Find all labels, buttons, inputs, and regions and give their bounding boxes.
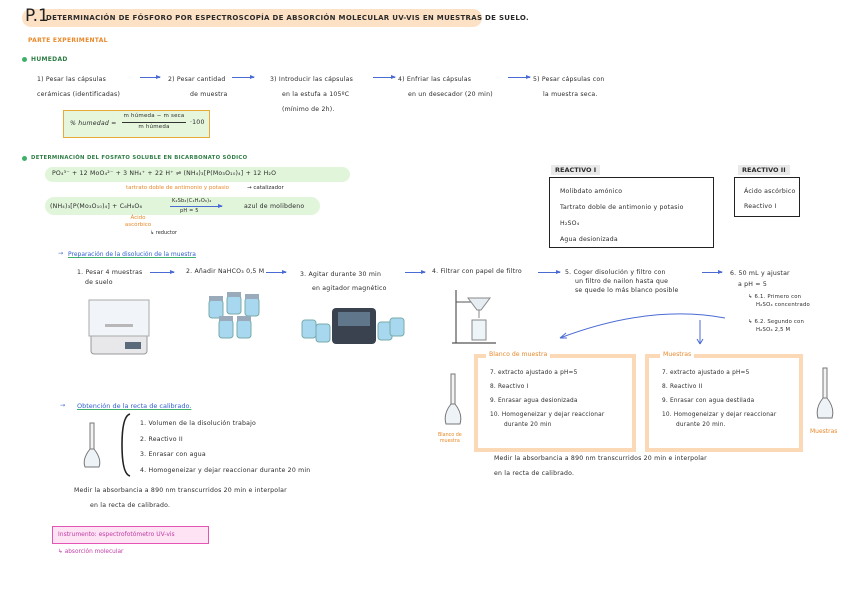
volumetric-flask-icon: [444, 373, 462, 425]
arrow-icon: [702, 270, 723, 274]
arrow-icon: [140, 75, 161, 79]
bullet-icon: [22, 57, 27, 62]
magnetic-stirrer-icon: [301, 308, 405, 344]
arrow-icon: [150, 270, 175, 274]
arrow-icon: [266, 270, 287, 274]
tartrato-note: tartrato doble de antimonio y potasio: [126, 185, 230, 191]
calibrado-medir: Medir la absorbancia a 890 nm transcurri…: [74, 487, 287, 509]
reactivo-1-box: [549, 177, 714, 248]
equation-2-catalyst: K₂Sb₂(C₄H₂O₆)₂: [172, 198, 212, 204]
formula-lhs: % humedad =: [70, 120, 117, 127]
equation-2-left: (NH₄)₃[P(Mo₃O₁₀)₄] + C₆H₈O₆: [50, 203, 143, 210]
volumetric-flask-icon: [83, 422, 101, 468]
equation-1: PO₄³⁻ + 12 MoO₄²⁻ + 3 NH₄⁺ + 22 H⁺ ⇌ (NH…: [52, 170, 277, 177]
instrumento-label: Instrumento: espectrofotómetro UV-vis: [58, 531, 175, 538]
fraction-line: [122, 122, 186, 123]
calibrado-heading: Obtención de la recta de calibrado.: [77, 402, 192, 410]
muestras-title: Muestras: [660, 351, 695, 358]
prep-step-4: 4. Filtrar con papel de filtro: [432, 268, 522, 275]
arrow-icon: [405, 270, 426, 274]
arrow-icon: [538, 270, 561, 274]
balance-icon: [88, 299, 150, 355]
sample-tubes-icon: [208, 292, 260, 339]
muestras-box: [645, 354, 803, 452]
flow-arrows-icon: [559, 313, 726, 345]
page-title: DETERMINACIÓN DE FÓSFORO POR ESPECTROSCO…: [46, 14, 529, 22]
section-label: PARTE EXPERIMENTAL: [28, 37, 108, 44]
formula-tail: ·100: [190, 119, 205, 126]
instrumento-box: [52, 526, 209, 544]
reactivo-2-title: REACTIVO II: [738, 165, 790, 175]
reaction-arrow-icon: [170, 204, 223, 208]
reactivo-2-box: [734, 177, 800, 217]
equation-2-right: azul de molibdeno: [244, 203, 305, 210]
catalizador-note: → catalizador: [247, 185, 284, 191]
muestras-flask-label: Muestras: [810, 428, 838, 435]
medir-right: Medir la absorbancia a 890 nm transcurri…: [494, 455, 707, 477]
filtration-setup-icon: [452, 290, 496, 344]
reactivo-1-title: REACTIVO I: [551, 165, 601, 175]
prep-step-2: 2. Añadir NaHCO₃ 0,5 M: [186, 268, 265, 275]
arrow-icon: [232, 75, 255, 79]
prep-heading: Preparación de la disolución de la muest…: [68, 251, 196, 258]
equation-2-ph: pH = 5: [180, 208, 199, 214]
title-highlight: [22, 9, 482, 27]
acido-note: Ácido ascórbico: [124, 215, 152, 228]
blanco-box: [474, 354, 636, 452]
arrow-icon: →: [58, 250, 64, 257]
arrow-icon: [373, 75, 396, 79]
eq1-highlight: [45, 167, 350, 182]
formula-denominator: m húmeda: [138, 124, 170, 130]
fosfato-heading: DETERMINACIÓN DEL FOSFATO SOLUBLE EN BIC…: [31, 155, 248, 161]
formula-numerator: m húmeda − m seca: [123, 113, 185, 119]
instrumento-sub: ↳ absorción molecular: [58, 549, 124, 555]
reductor-note: ↳ reductor: [150, 230, 177, 236]
arrow-icon: →: [60, 402, 66, 409]
humedad-formula-box: [63, 110, 210, 138]
volumetric-flask-icon: [816, 367, 834, 419]
blanco-title: Blanco de muestra: [486, 351, 551, 358]
bullet-icon: [22, 156, 27, 161]
bracket-icon: [121, 413, 131, 477]
humedad-heading: HUMEDAD: [31, 56, 68, 63]
arrow-icon: [508, 75, 531, 79]
title-number: P.1: [25, 6, 49, 26]
